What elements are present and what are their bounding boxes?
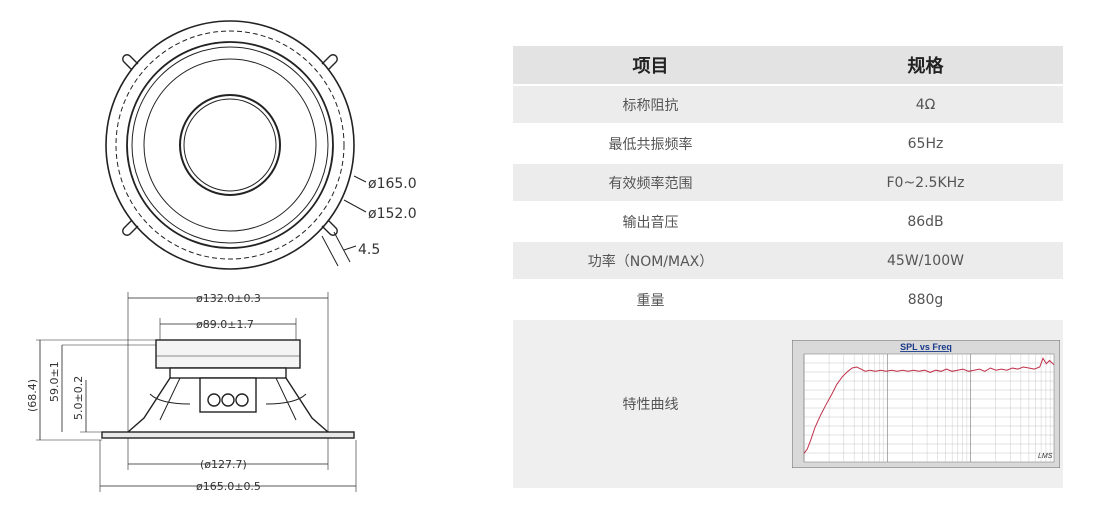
- table-row: 标称阻抗 4Ω: [513, 86, 1063, 123]
- dim-magnet-diameter: ø89.0±1.7: [196, 318, 254, 331]
- header-item: 项目: [513, 46, 788, 84]
- dim-mount-height: 59.0±1: [48, 361, 61, 402]
- row-item: 最低共振频率: [513, 125, 788, 162]
- spec-table-header: 项目 规格: [513, 46, 1063, 84]
- chart-grid: [803, 354, 1054, 462]
- row-spec: 880g: [788, 281, 1063, 318]
- row-item: 输出音压: [513, 203, 788, 240]
- curve-cell: SPL vs Freq LMS: [788, 320, 1063, 488]
- dim-outer-diameter: ø165.0: [368, 176, 417, 192]
- speaker-top-view: [105, 20, 367, 270]
- spl-frequency-chart: SPL vs Freq LMS: [791, 340, 1060, 468]
- spl-curve-line: [803, 357, 1054, 454]
- row-spec: 65Hz: [788, 125, 1063, 162]
- curve-row: 特性曲线 SPL vs Freq LMS: [513, 320, 1063, 488]
- table-row: 最低共振频率 65Hz: [513, 125, 1063, 162]
- dim-total-height: (68.4): [26, 379, 39, 412]
- chart-title: SPL vs Freq: [900, 342, 952, 352]
- row-item: 重量: [513, 281, 788, 318]
- row-item: 特性曲线: [513, 320, 788, 488]
- dim-frame-top-diameter: ø132.0±0.3: [196, 292, 261, 305]
- row-spec: 4Ω: [788, 86, 1063, 123]
- spec-table: 项目 规格 标称阻抗 4Ω 最低共振频率 65Hz 有效频率范围 F0~2.5K…: [513, 44, 1063, 490]
- table-row: 重量 880g: [513, 281, 1063, 318]
- row-spec: 45W/100W: [788, 242, 1063, 279]
- row-item: 标称阻抗: [513, 86, 788, 123]
- dim-slot-width: 4.5: [358, 242, 380, 258]
- chart-watermark: LMS: [1038, 453, 1053, 460]
- table-row: 功率（NOM/MAX） 45W/100W: [513, 242, 1063, 279]
- table-row: 输出音压 86dB: [513, 203, 1063, 240]
- row-spec: 86dB: [788, 203, 1063, 240]
- speaker-side-view: [36, 292, 357, 492]
- dim-inner-diameter: ø152.0: [368, 206, 417, 222]
- dim-cutout-diameter: (ø127.7): [200, 458, 247, 471]
- table-row: 有效频率范围 F0~2.5KHz: [513, 164, 1063, 201]
- row-spec: F0~2.5KHz: [788, 164, 1063, 201]
- speaker-technical-drawing: ø165.0 ø152.0 4.5: [26, 20, 417, 493]
- header-spec: 规格: [788, 46, 1063, 84]
- dim-overall-diameter: ø165.0±0.5: [196, 480, 261, 493]
- dim-flange-height: 5.0±0.2: [72, 376, 85, 420]
- row-item: 功率（NOM/MAX）: [513, 242, 788, 279]
- row-item: 有效频率范围: [513, 164, 788, 201]
